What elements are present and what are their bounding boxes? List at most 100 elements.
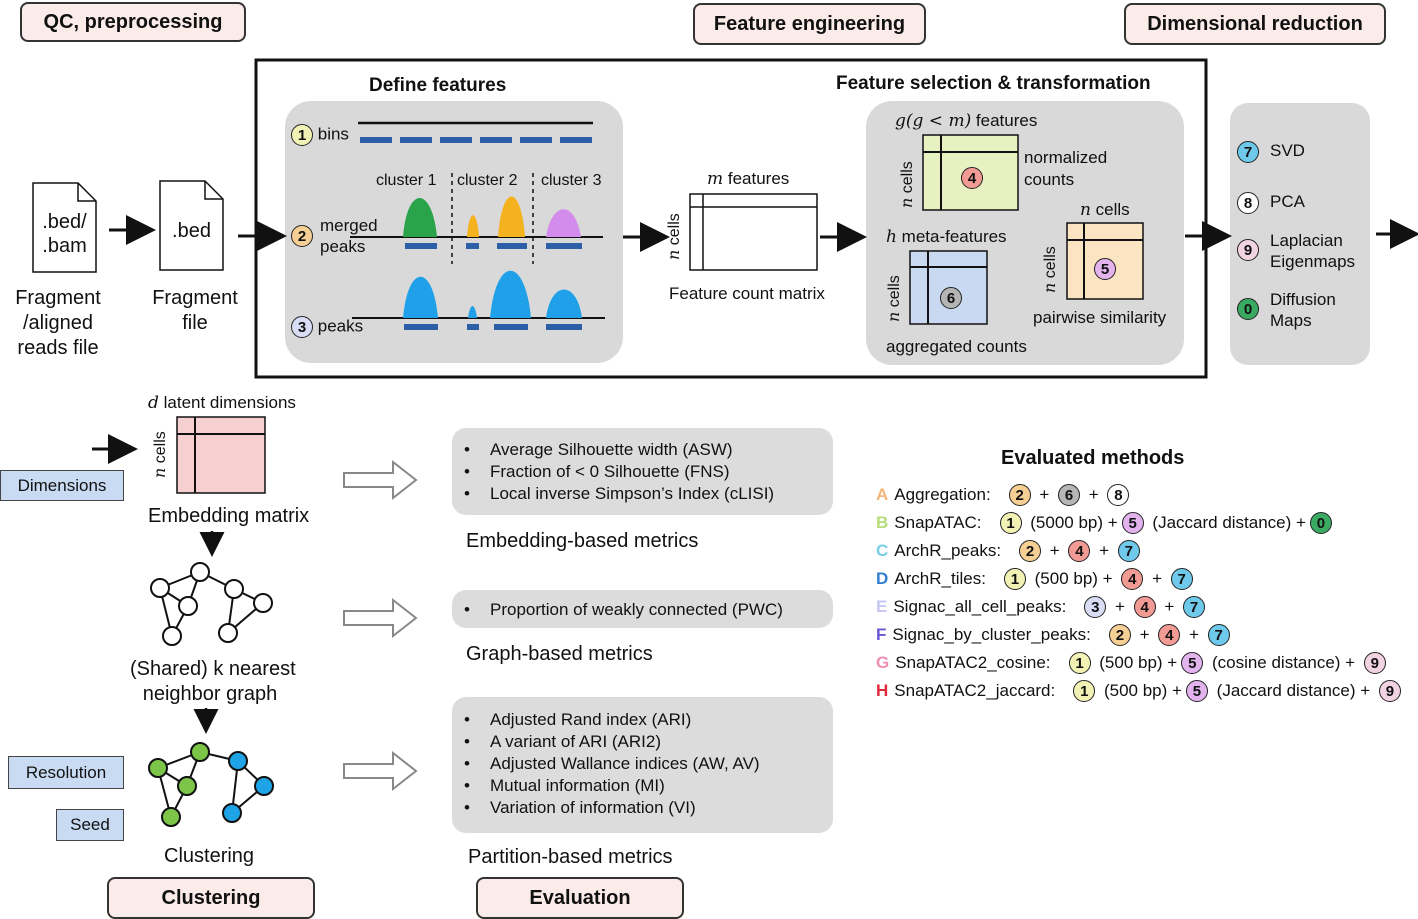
- embedding-metric-2: Local inverse Simpson’s Index (cLISI): [452, 483, 833, 505]
- cluster-2-label: cluster 2: [457, 172, 518, 189]
- peaks-row: 3 peaks: [291, 316, 363, 338]
- method-name: Signac_by_cluster_peaks:: [892, 625, 1091, 644]
- method-step-icon: 9: [1378, 680, 1401, 702]
- embed-n-cells-label: n cells: [150, 431, 169, 478]
- knn-graph: [159, 571, 264, 637]
- method-name: Signac_all_cell_peaks:: [893, 597, 1067, 616]
- merged-peak-yellow: [498, 196, 525, 237]
- num-1-icon: 1: [291, 124, 313, 146]
- method-step-icon: 1: [999, 512, 1022, 534]
- partition-metric-4: Variation of information (VI): [452, 797, 833, 819]
- partition-metric-0: Adjusted Rand index (ARI): [452, 709, 833, 731]
- method-step-text: (500 bp) +: [1029, 569, 1118, 588]
- method-name: Aggregation:: [894, 485, 991, 504]
- method-step-icon: 2: [1008, 484, 1031, 506]
- bins-segments: [360, 137, 592, 143]
- dimred-label-3: Diffusion Maps: [1270, 290, 1336, 330]
- method-letter: C: [876, 541, 889, 560]
- method-step-icon: 5: [1181, 652, 1204, 674]
- method-name: SnapATAC:: [894, 513, 982, 532]
- num-4-icon: 4: [961, 167, 983, 189]
- method-step-text: +: [1159, 597, 1180, 616]
- method-letter: H: [876, 681, 889, 700]
- method-step-icon: 7: [1207, 624, 1230, 646]
- stage-feature-engineering: Feature engineering: [693, 3, 926, 45]
- pairwise-label: pairwise similarity: [1033, 308, 1167, 327]
- embedding-metrics-label: Embedding-based metrics: [466, 530, 699, 552]
- merged-row: 2: [291, 225, 313, 247]
- num-3-icon: 3: [291, 316, 313, 338]
- dimred-label-1: PCA: [1270, 192, 1305, 211]
- clustering-label: Clustering: [164, 845, 255, 867]
- count-matrix-label: Feature count matrix: [669, 284, 825, 303]
- num-6-wrap: 6: [940, 287, 962, 309]
- hollow-arrow-embedding: [343, 459, 418, 501]
- method-name: ArchR_tiles:: [894, 569, 986, 588]
- partition-metric-1: A variant of ARI (ARI2): [452, 731, 833, 753]
- embedding-matrix-label: Embedding matrix: [148, 505, 310, 527]
- method-step-text: +: [1084, 485, 1104, 504]
- method-step-icon: 4: [1121, 568, 1144, 590]
- graph-metrics-box: Proportion of weakly connected (PWC): [452, 590, 833, 628]
- dimensions-box: Dimensions: [0, 470, 124, 501]
- method-letter: F: [876, 625, 887, 644]
- partition-metrics-box: Adjusted Rand index (ARI)A variant of AR…: [452, 697, 833, 833]
- method-step-icon: 6: [1058, 484, 1081, 506]
- define-features-title: Define features: [369, 75, 507, 96]
- stage-dimensional-reduction: Dimensional reduction: [1124, 3, 1386, 45]
- partition-metrics-label: Partition-based metrics: [468, 846, 673, 868]
- bins-label: bins: [317, 124, 349, 144]
- cluster-1-label: cluster 1: [376, 172, 437, 189]
- hollow-arrow-graph: [343, 597, 418, 639]
- bed-bam-file-icon: [32, 182, 97, 273]
- method-step-icon: 1: [1003, 568, 1026, 590]
- seed-box: Seed: [56, 809, 124, 841]
- method-letter: G: [876, 653, 890, 672]
- bed-file-icon: [159, 180, 224, 271]
- method-step-text: +: [1034, 485, 1055, 504]
- dimred-panel: [1230, 103, 1370, 365]
- g-features-label: g(g < m) features: [895, 111, 1038, 131]
- dimred-label-2: Laplacian Eigenmaps: [1270, 231, 1356, 271]
- hollow-arrow-partition: [343, 750, 418, 792]
- merged-peak-purple: [546, 209, 581, 237]
- feature-engineering-frame: [254, 58, 1208, 379]
- method-letter: D: [876, 569, 889, 588]
- method-step-icon: 5: [1185, 680, 1208, 702]
- norm-n-cells-label: n cells: [897, 161, 916, 208]
- pair-n-cells-top: n cells: [1080, 200, 1130, 220]
- method-name: SnapATAC2_jaccard:: [894, 681, 1056, 700]
- method-step-text: +: [1110, 597, 1130, 616]
- num-4-wrap: 4: [961, 167, 983, 189]
- count-n-cells-label: n cells: [664, 213, 683, 260]
- num-6-icon: 6: [940, 287, 962, 309]
- peak-1: [403, 276, 438, 318]
- selection-title: Feature selection & transformation: [836, 73, 1151, 94]
- peak-3: [490, 270, 531, 318]
- pair-n-cells-side: n cells: [1040, 246, 1059, 293]
- dimred-num-8-icon: 8: [1237, 192, 1259, 214]
- count-matrix: [689, 193, 818, 271]
- merged-peaks-label: merged peaks: [320, 216, 378, 256]
- stage-qc: QC, preprocessing: [20, 2, 246, 42]
- method-step-text: (Jaccard distance) +: [1147, 513, 1306, 532]
- latent-dim-label: d latent dimensions: [148, 393, 296, 413]
- peak-4: [546, 289, 582, 318]
- bed-bam-text: .bed/ .bam: [42, 211, 87, 257]
- embedding-metrics-box: Average Silhouette width (ASW)Fraction o…: [452, 428, 833, 515]
- num-5-wrap: 5: [1094, 258, 1116, 280]
- partition-metric-3: Mutual information (MI): [452, 775, 833, 797]
- method-step-icon: 4: [1133, 596, 1156, 618]
- embedding-metric-0: Average Silhouette width (ASW): [452, 439, 833, 461]
- methods-title: Evaluated methods: [1001, 447, 1185, 469]
- bed-text: .bed: [172, 220, 211, 242]
- method-step-text: +: [1045, 541, 1065, 560]
